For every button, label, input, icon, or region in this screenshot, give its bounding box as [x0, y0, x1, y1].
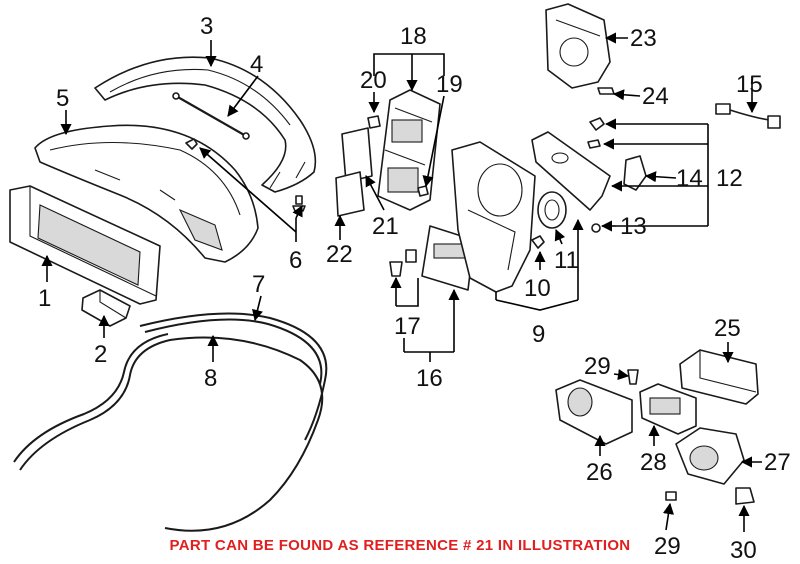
callout-26: 26 — [586, 459, 613, 486]
callout-20: 20 — [360, 67, 387, 94]
leader-lines — [41, 32, 762, 532]
part-15-wire — [715, 103, 781, 129]
part-11-speaker — [537, 191, 567, 229]
callout-17: 17 — [394, 313, 421, 340]
callout-8: 8 — [204, 365, 217, 392]
part-small-clips — [587, 117, 605, 149]
part-10-clip — [531, 235, 545, 249]
callout-29b: 29 — [654, 533, 681, 560]
part-27-housing — [675, 427, 745, 485]
callout-22: 22 — [326, 241, 353, 268]
callout-19: 19 — [436, 71, 463, 98]
callout-4: 4 — [250, 51, 263, 78]
callout-12: 12 — [716, 165, 743, 192]
part-22-panel — [335, 171, 365, 217]
callout-25: 25 — [714, 315, 741, 342]
reference-caption: PART CAN BE FOUND AS REFERENCE # 21 IN I… — [169, 537, 631, 554]
part-12-trim — [531, 131, 611, 211]
part-9-panel — [451, 141, 536, 293]
callout-7: 7 — [252, 271, 265, 298]
callout-27: 27 — [764, 449, 791, 476]
part-29-screw-bottom — [665, 491, 677, 501]
part-19-clip — [417, 185, 429, 197]
part-17-clips — [389, 249, 417, 277]
part-30-clip — [735, 487, 755, 505]
part-8-seal — [13, 333, 324, 532]
callout-18: 18 — [400, 23, 427, 50]
part-18-console — [377, 89, 441, 211]
callout-13: 13 — [620, 213, 647, 240]
callout-10: 10 — [524, 275, 551, 302]
part-29-screw-top — [627, 369, 639, 385]
callout-30: 30 — [730, 537, 757, 564]
callout-28: 28 — [640, 449, 667, 476]
part-2-bracket — [81, 289, 131, 327]
callout-16: 16 — [416, 365, 443, 392]
callout-6: 6 — [289, 247, 302, 274]
part-14-latch — [623, 155, 647, 191]
part-23-bracket — [545, 3, 611, 89]
callout-29a: 29 — [584, 353, 611, 380]
callout-1: 1 — [38, 285, 51, 312]
callout-2: 2 — [94, 341, 107, 368]
part-13-screw — [591, 223, 601, 233]
callout-3: 3 — [200, 13, 213, 40]
callout-11: 11 — [554, 247, 579, 274]
part-28-housing — [639, 383, 697, 435]
callout-14: 14 — [676, 165, 703, 192]
callout-21: 21 — [372, 213, 399, 240]
part-24-bulb — [597, 87, 615, 95]
part-20-clip — [367, 115, 381, 129]
part-7-seal — [139, 312, 328, 441]
part-4-cable — [172, 92, 250, 140]
callout-9: 9 — [532, 321, 545, 348]
callout-23: 23 — [630, 25, 657, 52]
part-25-box — [679, 349, 759, 405]
part-5-frame — [34, 124, 259, 263]
callout-5: 5 — [56, 85, 69, 112]
part-26-housing — [555, 379, 633, 445]
callout-15: 15 — [736, 71, 763, 98]
callout-24: 24 — [642, 83, 669, 110]
part-1-box — [9, 185, 161, 305]
